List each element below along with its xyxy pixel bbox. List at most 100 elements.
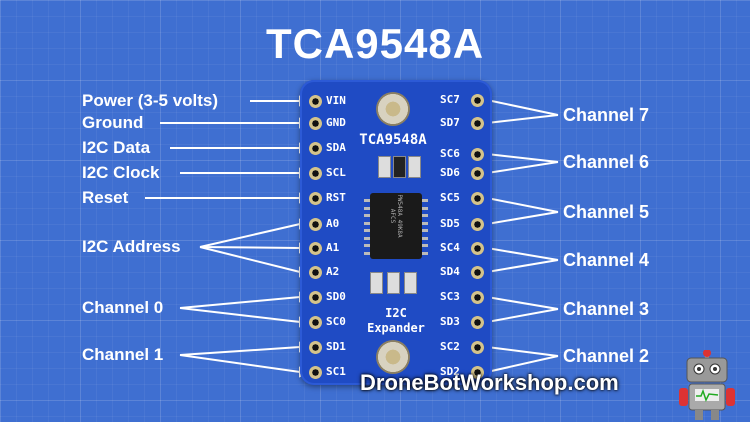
chip-leg (422, 206, 428, 210)
pin-label-sd2: SD2 (440, 365, 460, 378)
page-title: TCA9548A (265, 20, 485, 67)
pin-label-sc1: SC1 (326, 365, 346, 378)
pin-label-sc7: SC7 (440, 93, 460, 106)
chip-leg (422, 244, 428, 247)
pin-label-gnd: GND (326, 116, 346, 129)
pin-pad (471, 316, 484, 329)
pin-pad (309, 192, 322, 205)
label-ground: Ground (82, 113, 144, 132)
pin-label-scl: SCL (326, 166, 346, 179)
label-channel-3: Channel 3 (563, 299, 650, 319)
pin-pad (309, 291, 322, 304)
chip-leg (364, 236, 370, 240)
pin-pad (471, 341, 484, 354)
label-channel-1: Channel 1 (82, 345, 164, 364)
resistor (393, 156, 406, 178)
chip-leg (422, 251, 428, 255)
label-channel-5: Channel 5 (563, 202, 650, 222)
pin-label-sd7: SD7 (440, 116, 460, 129)
pin-pad (309, 167, 322, 180)
board-part-label: TCA9548A (359, 132, 427, 148)
pin-pad (309, 341, 322, 354)
resistor (404, 272, 417, 294)
pin-pad (471, 148, 484, 161)
chip-leg (364, 229, 370, 232)
label-i2c-clock: I2C Clock (82, 163, 160, 182)
mounting-hole-top (376, 92, 410, 126)
resistor (387, 272, 400, 294)
pin-label-sd3: SD3 (440, 315, 460, 328)
pin-pad (471, 366, 484, 379)
resistor (408, 156, 421, 178)
pin-pad (471, 218, 484, 231)
chip-leg (364, 206, 370, 210)
resistor (378, 156, 391, 178)
pin-label-rst: RST (326, 191, 346, 204)
line-a2 (199, 246, 301, 273)
board-text-expander: Expander (367, 321, 425, 335)
label-channel-4: Channel 4 (563, 250, 650, 270)
pin-label-sd4: SD4 (440, 265, 460, 278)
pin-pad (309, 366, 322, 379)
mounting-hole-bottom (376, 340, 410, 374)
pin-label-sc0: SC0 (326, 315, 346, 328)
pin-pad (309, 316, 322, 329)
line-sc0 (179, 307, 301, 323)
label-channel-2: Channel 2 (563, 346, 650, 366)
label-reset: Reset (82, 188, 129, 207)
line-sd1 (179, 346, 301, 356)
pin-label-sd0: SD0 (326, 290, 346, 303)
pin-pad (471, 117, 484, 130)
pin-label-sd1: SD1 (326, 340, 346, 353)
pin-label-sd6: SD6 (440, 166, 460, 179)
label-power: Power (3-5 volts) (82, 91, 219, 110)
chip-leg (422, 236, 428, 240)
pin-pad (471, 167, 484, 180)
pin-label-sda: SDA (326, 141, 346, 154)
line-sd0 (179, 296, 301, 309)
pin-pad (471, 192, 484, 205)
line-a0 (199, 223, 301, 248)
chip-leg (422, 199, 428, 202)
chip-leg (422, 221, 428, 225)
pin-label-sc6: SC6 (440, 147, 460, 160)
chip-leg (364, 251, 370, 255)
chip-leg (364, 244, 370, 247)
pin-label-sc2: SC2 (440, 340, 460, 353)
pin-pad (309, 142, 322, 155)
pin-pad (309, 117, 322, 130)
chip-leg (364, 214, 370, 217)
line-a1 (199, 246, 301, 249)
pin-pad (309, 242, 322, 255)
chip-marking: PW548A 49K8A AFCS (389, 194, 403, 238)
pin-pad (471, 242, 484, 255)
pin-pad (471, 266, 484, 279)
pin-label-a0: A0 (326, 217, 340, 230)
label-i2c-data: I2C Data (82, 138, 151, 157)
line-sc1 (179, 354, 301, 373)
pin-label-vin: VIN (326, 94, 346, 107)
label-i2c-address: I2C Address (82, 237, 181, 256)
pin-label-a2: A2 (326, 265, 340, 278)
label-channel-7: Channel 7 (563, 105, 650, 125)
chip-leg (364, 199, 370, 202)
pin-label-sc3: SC3 (440, 290, 460, 303)
pin-pad (309, 95, 322, 108)
label-channel-0: Channel 0 (82, 298, 164, 317)
board-text-i2c: I2C (385, 306, 407, 320)
pin-label-sc5: SC5 (440, 191, 460, 204)
chip-leg (422, 229, 428, 232)
website-watermark: DroneBotWorkshop.com (360, 370, 619, 395)
pin-pad (471, 94, 484, 107)
resistor (370, 272, 383, 294)
pin-label-sc4: SC4 (440, 241, 460, 254)
chip-leg (422, 214, 428, 217)
label-channel-6: Channel 6 (563, 152, 650, 172)
robot-mascot-icon (679, 350, 735, 420)
pin-pad (309, 218, 322, 231)
pin-pad (471, 291, 484, 304)
chip-leg (364, 221, 370, 225)
mux-ic-chip: PW548A 49K8A AFCS (364, 193, 428, 259)
pin-pad (309, 266, 322, 279)
pin-label-a1: A1 (326, 241, 340, 254)
